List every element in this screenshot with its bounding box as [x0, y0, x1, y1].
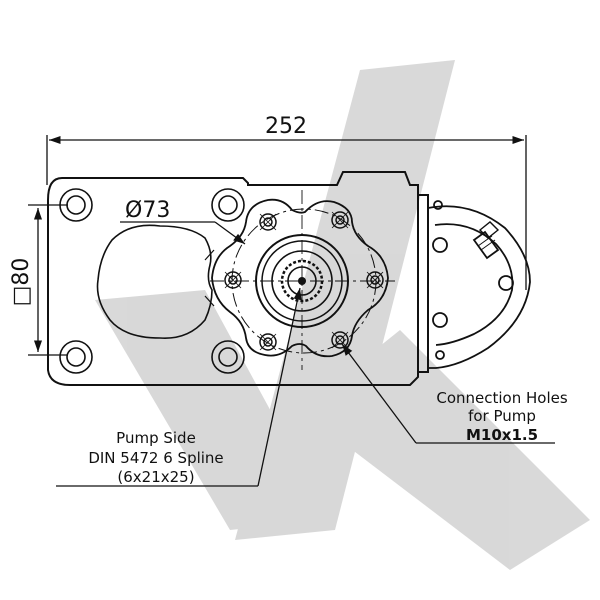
pump-side-leader [56, 287, 302, 487]
dimension-square-label: □80 [9, 258, 34, 307]
pump-side-label-line2: DIN 5472 6 Spline [88, 449, 223, 467]
connection-label-line1: Connection Holes [436, 389, 567, 407]
mounting-holes [59, 188, 245, 374]
watermark-logo [95, 60, 590, 570]
connection-leader [341, 343, 555, 444]
dimension-diameter [120, 221, 246, 245]
connection-holes [224, 211, 384, 351]
flange-cutout [96, 224, 213, 339]
dimension-overall-width-label: 252 [265, 114, 307, 139]
pump-side-label-line1: Pump Side [116, 429, 196, 447]
pump-flange [204, 198, 389, 358]
pump-side-label-line3: (6x21x25) [117, 468, 194, 486]
body-outline [47, 171, 429, 386]
bolt-circle [231, 208, 377, 354]
connection-label-line2: for Pump [468, 407, 536, 425]
connection-label-spec: M10x1.5 [466, 426, 538, 444]
dimension-overall-width [46, 135, 527, 290]
dimension-diameter-label: Ø73 [125, 198, 170, 223]
side-housing [427, 200, 531, 369]
center-lines [210, 190, 395, 370]
